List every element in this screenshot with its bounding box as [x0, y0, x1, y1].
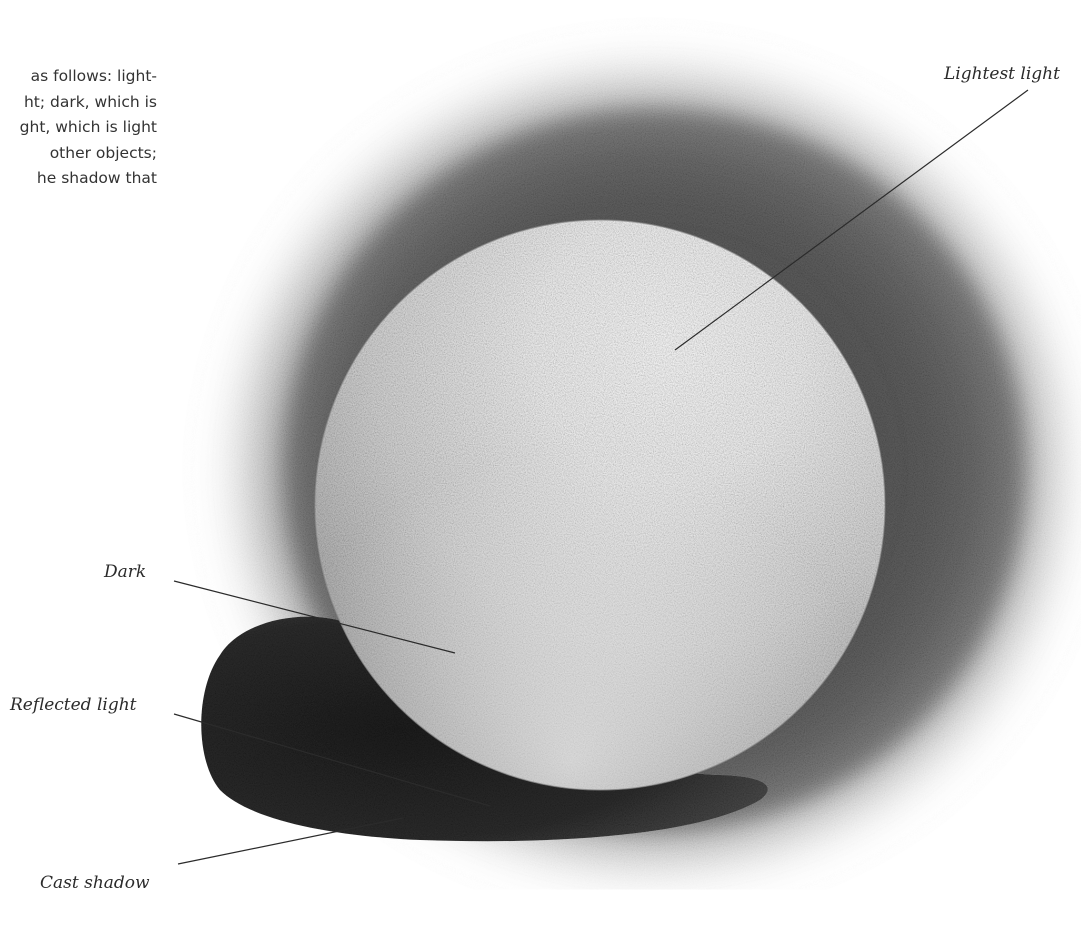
body-text-line: as follows: light- [0, 64, 157, 90]
body-text: as follows: light- ht; dark, which is gh… [0, 64, 157, 192]
label-lightest-light: Lightest light [944, 64, 1060, 84]
leader-line-cast-shadow [178, 818, 403, 864]
body-text-line: other objects; [0, 141, 157, 167]
body-text-line: ght, which is light [0, 115, 157, 141]
label-cast-shadow: Cast shadow [40, 873, 150, 893]
body-text-line: ht; dark, which is [0, 90, 157, 116]
sphere [315, 220, 885, 790]
label-dark: Dark [104, 562, 146, 582]
label-reflected-light: Reflected light [10, 695, 137, 715]
body-text-line: he shadow that [0, 166, 157, 192]
